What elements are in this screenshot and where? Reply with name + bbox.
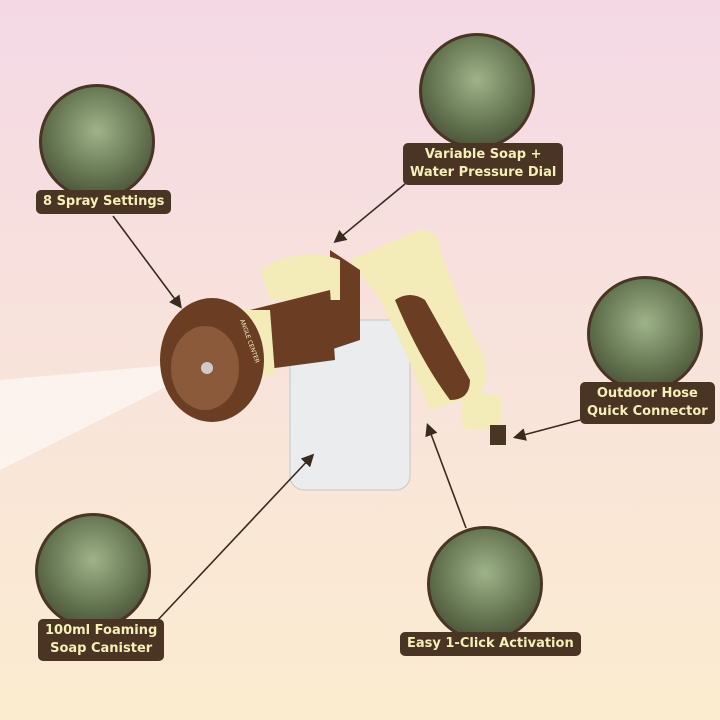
callout-text: Variable Soap +	[424, 147, 542, 162]
callout-arrows	[112, 183, 581, 623]
callout-text: Soap Canister	[50, 641, 153, 656]
soap-canister-photo	[35, 513, 151, 629]
callout-text: Water Pressure Dial	[410, 165, 557, 180]
callout-text: Outdoor Hose	[596, 386, 698, 401]
callout-text: 8 Spray Settings	[43, 194, 165, 209]
spray-settings-photo	[39, 84, 155, 200]
callout-text: 100ml Foaming	[45, 623, 158, 638]
spray-mist	[0, 365, 170, 470]
hose-nozzle: ANGLE CENTER	[160, 230, 506, 491]
activation-photo	[427, 526, 543, 642]
callout-text: Quick Connector	[587, 404, 708, 419]
callout-pressure-dial: Variable Soap + Water Pressure Dial	[403, 143, 564, 185]
pressure-dial-photo	[419, 33, 535, 149]
callout-text: Easy 1-Click Activation	[407, 636, 574, 651]
callout-spray-settings: 8 Spray Settings	[36, 190, 172, 214]
hose-connector-photo	[587, 276, 703, 392]
callout-activation: Easy 1-Click Activation	[400, 632, 581, 656]
